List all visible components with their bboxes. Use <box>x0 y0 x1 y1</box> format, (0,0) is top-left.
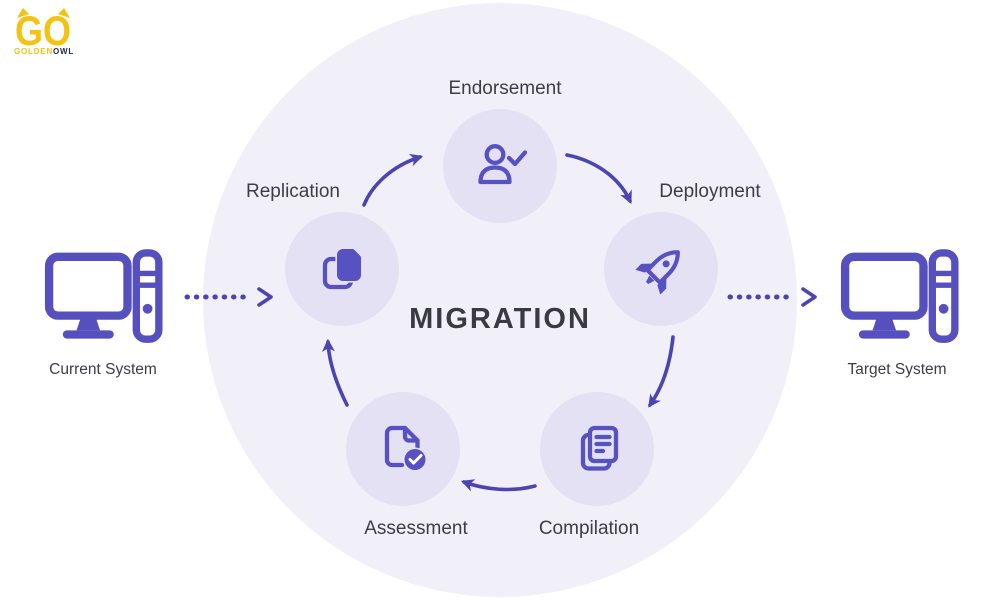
documents-stack-icon <box>580 425 619 471</box>
copy-icon <box>322 247 363 290</box>
target-system-label: Target System <box>847 361 947 378</box>
desktop-computer-icon <box>44 249 163 343</box>
document-check-icon <box>384 425 427 472</box>
node-deployment-label: Deployment <box>659 181 761 202</box>
node-compilation <box>540 392 654 506</box>
logo-monogram: GO <box>15 8 71 48</box>
node-endorsement-label: Endorsement <box>448 78 562 99</box>
person-check-icon <box>478 144 528 185</box>
node-replication <box>285 212 399 326</box>
center-title: MIGRATION <box>409 303 591 335</box>
desktop-computer-icon <box>840 249 959 343</box>
target-system <box>834 248 964 351</box>
node-assessment-label: Assessment <box>364 518 468 539</box>
node-compilation-label: Compilation <box>538 518 640 539</box>
rocket-icon <box>635 250 680 295</box>
logo-word-golden: GOLDEN <box>14 47 54 56</box>
logo-word-owl: OWL <box>53 47 75 56</box>
current-system <box>38 248 168 351</box>
goldenowl-logo: GO GOLDENOWL <box>14 8 94 56</box>
node-replication-label: Replication <box>246 181 340 202</box>
goldenowl-monogram-icon: GO <box>15 8 71 48</box>
current-system-label: Current System <box>49 361 157 378</box>
node-deployment <box>604 212 718 326</box>
logo-wordmark: GOLDENOWL <box>14 48 94 56</box>
node-endorsement <box>443 109 557 223</box>
node-assessment <box>346 392 460 506</box>
